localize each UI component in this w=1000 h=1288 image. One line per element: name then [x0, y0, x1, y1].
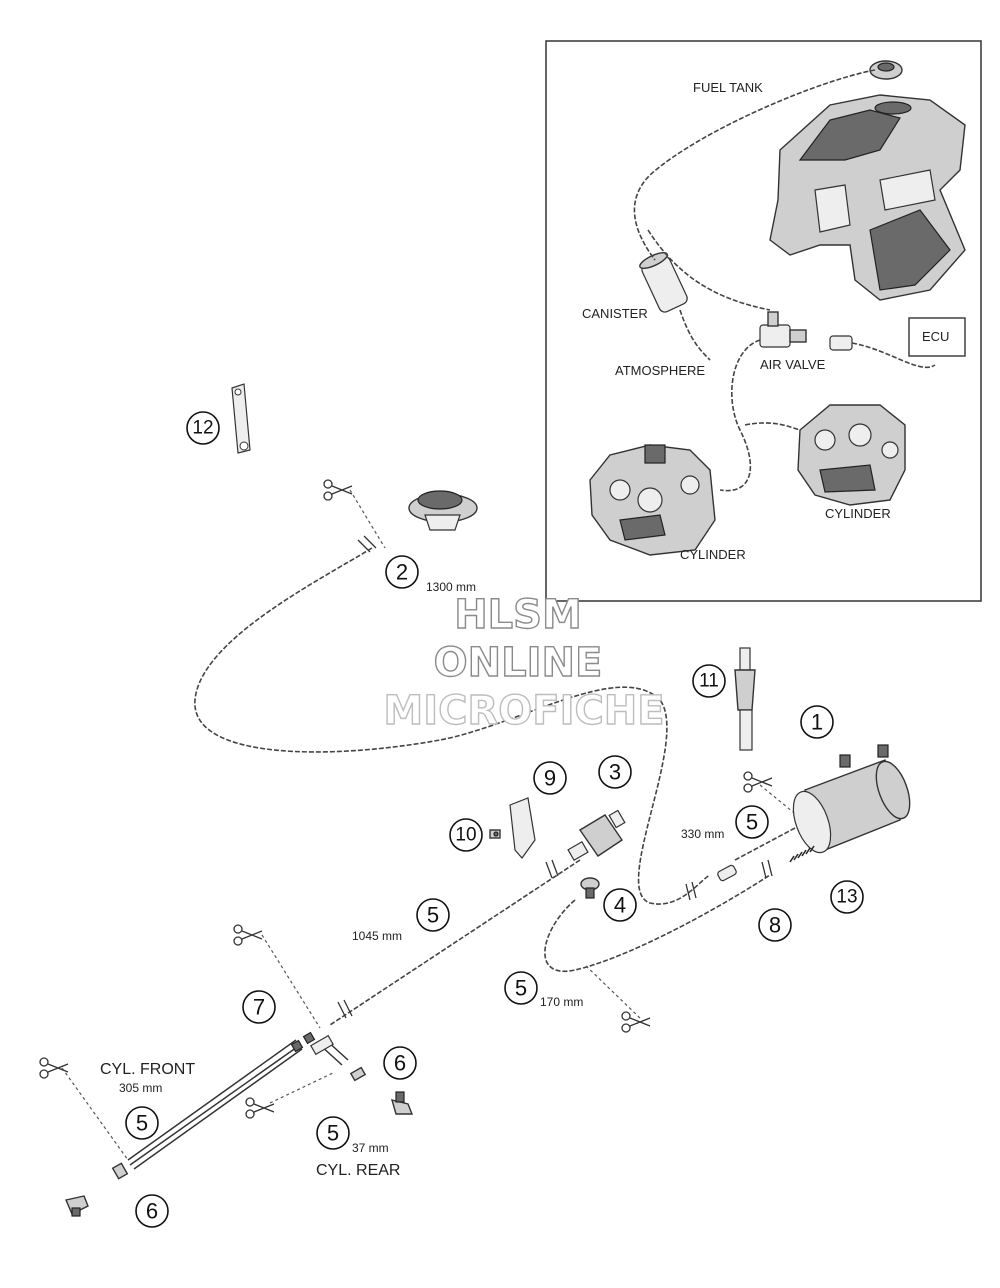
inset-hose-tank-canister — [633, 69, 876, 261]
dimension-330mm: 330 mm — [681, 827, 724, 841]
callout-10: 10 — [455, 825, 476, 846]
dimension-37mm: 37 mm — [352, 1141, 389, 1155]
bracket-part-12 — [231, 383, 251, 454]
charcoal-canister-part-1 — [792, 744, 911, 854]
purge-valve-part-3 — [567, 809, 626, 862]
inset-hose-valve-ecu — [851, 342, 936, 369]
scissors-icon — [621, 1011, 651, 1033]
callout-7: 7 — [253, 995, 265, 1020]
scissors-icon — [233, 924, 263, 946]
watermark-line-2: ONLINE — [434, 640, 603, 686]
sensor-part — [390, 1091, 414, 1115]
callout-5b: 5 — [427, 903, 439, 928]
scissors-icon — [245, 1097, 275, 1119]
callout-12: 12 — [192, 418, 213, 439]
screw-part-10 — [489, 829, 501, 839]
callout-6b: 6 — [146, 1199, 158, 1224]
spring-part-13 — [789, 845, 815, 863]
callout-1: 1 — [811, 710, 823, 735]
callouts — [125, 411, 864, 1228]
t-piece-part-7 — [290, 1031, 334, 1056]
clip-part-6-lower — [111, 1162, 129, 1180]
hose-170mm — [544, 874, 771, 973]
air-valve-label: AIR VALVE — [760, 357, 826, 372]
cylinder-right-label: CYLINDER — [825, 506, 891, 521]
fuel-cap-icon — [869, 60, 903, 80]
fitting-part-11 — [734, 647, 756, 751]
cyl-rear-label: CYL. REAR — [316, 1162, 400, 1179]
watermark: HLSM ONLINE MICROFICHE — [383, 591, 666, 734]
callout-11: 11 — [699, 671, 719, 692]
dimension-170mm: 170 mm — [540, 995, 583, 1009]
watermark-line-1: HLSM — [454, 592, 582, 638]
callout-9: 9 — [544, 766, 556, 791]
inset-hose-canister-atmosphere — [679, 309, 711, 361]
dimension-305mm: 305 mm — [119, 1081, 162, 1095]
hose-305mm-outline — [127, 1039, 303, 1170]
dimension-1300mm: 1300 mm — [426, 580, 476, 594]
canister-label: CANISTER — [582, 306, 648, 321]
fuel-tank-label: FUEL TANK — [693, 80, 763, 95]
callout-8: 8 — [769, 913, 781, 938]
callout-5d: 5 — [136, 1111, 148, 1136]
dimension-1045mm: 1045 mm — [352, 929, 402, 943]
hose-1300mm — [194, 547, 711, 905]
hose-305mm — [129, 1044, 301, 1166]
break-marks — [337, 535, 773, 1019]
cylinder-left-label: CYLINDER — [680, 547, 746, 562]
callout-13: 13 — [836, 887, 857, 908]
atmosphere-label: ATMOSPHERE — [615, 363, 705, 378]
inset-hose-to-right-cylinder — [744, 422, 801, 431]
inset-hose-valve-cylinders — [719, 339, 761, 492]
scissors-icon — [743, 771, 773, 793]
ecu-label: ECU — [922, 329, 949, 344]
sensor-part — [65, 1195, 89, 1217]
bracket-part-9 — [509, 797, 536, 859]
inset-hose-tank-valve — [647, 229, 771, 311]
callout-3: 3 — [609, 760, 621, 785]
fitting-part-4 — [580, 877, 600, 899]
hose-1045mm — [329, 859, 581, 1026]
watermark-line-3: MICROFICHE — [383, 688, 664, 734]
ecu-box — [908, 317, 966, 357]
callout-4: 4 — [614, 893, 626, 918]
connector-icon — [829, 335, 853, 351]
callout-2: 2 — [396, 560, 408, 585]
callout-5e: 5 — [327, 1121, 339, 1146]
scissors-icon — [323, 479, 353, 501]
callout-5c: 5 — [515, 976, 527, 1001]
system-overview-inset: FUEL TANK CANISTER ATMOSPHERE AIR VALVE … — [545, 40, 982, 602]
connector-part-8 — [717, 864, 737, 882]
scissors-icon — [39, 1057, 69, 1079]
cylinder-head-left-illustration — [589, 444, 716, 556]
cylinder-head-right-illustration — [797, 404, 906, 506]
callout-5a: 5 — [746, 810, 758, 835]
clip-part-6-upper — [349, 1066, 367, 1082]
cyl-front-label: CYL. FRONT — [100, 1061, 195, 1078]
callout-6a: 6 — [394, 1051, 406, 1076]
tank-cap-part-2 — [408, 490, 478, 531]
fuel-tank-illustration — [769, 94, 966, 301]
air-valve-icon — [759, 311, 807, 348]
